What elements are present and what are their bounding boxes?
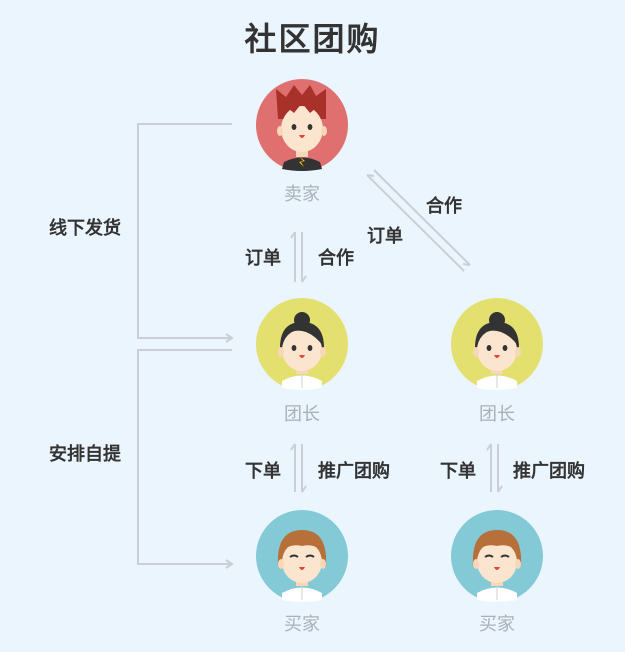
arrowhead-leader-buyer-right-up: [486, 443, 492, 451]
edge-label-coop-left: 合作: [318, 248, 354, 269]
edge-label-place-order-left: 下单: [245, 461, 281, 482]
arrowhead-leader-buyer-right-down: [497, 485, 503, 493]
bracket-shipping: [137, 123, 232, 339]
arrow-seller-leader-right-down: [373, 169, 471, 266]
arrowhead-seller-leader-left-down: [301, 275, 307, 283]
arrow-seller-leader-right-up: [366, 174, 465, 272]
buyer-right-avatar: [451, 510, 543, 602]
side-label-pickup: 安排自提: [49, 444, 121, 465]
leader-right-avatar: [451, 298, 543, 390]
side-label-shipping: 线下发货: [49, 218, 121, 239]
arrowhead-seller-leader-left-up: [290, 231, 296, 239]
arrowhead-seller-leader-right-down: [462, 263, 471, 266]
node-label-buyer-left: 买家: [284, 614, 320, 635]
arrowhead-leader-buyer-left-down: [301, 485, 307, 493]
leader-left-avatar: [256, 298, 348, 390]
bracket-shipping-arrow: [225, 333, 234, 343]
edge-label-promote-left: 推广团购: [318, 461, 390, 482]
edge-label-order-left: 订单: [245, 248, 281, 269]
bracket-pickup-arrow: [225, 559, 234, 569]
node-label-leader-right: 团长: [479, 404, 515, 425]
arrowhead-seller-leader-right-up: [366, 174, 375, 177]
buyer-left-avatar: [256, 510, 348, 602]
node-label-seller: 卖家: [284, 184, 320, 205]
bracket-pickup: [137, 349, 232, 565]
edge-label-promote-right: 推广团购: [513, 461, 585, 482]
seller-avatar: [256, 79, 348, 171]
edge-label-coop-right: 合作: [426, 196, 462, 217]
arrowhead-leader-buyer-left-up: [290, 443, 296, 451]
edge-label-place-order-right: 下单: [440, 461, 476, 482]
diagram-title: 社区团购: [244, 20, 381, 58]
node-label-buyer-right: 买家: [479, 614, 515, 635]
node-label-leader-left: 团长: [284, 404, 320, 425]
edge-label-order-right: 订单: [367, 226, 403, 247]
